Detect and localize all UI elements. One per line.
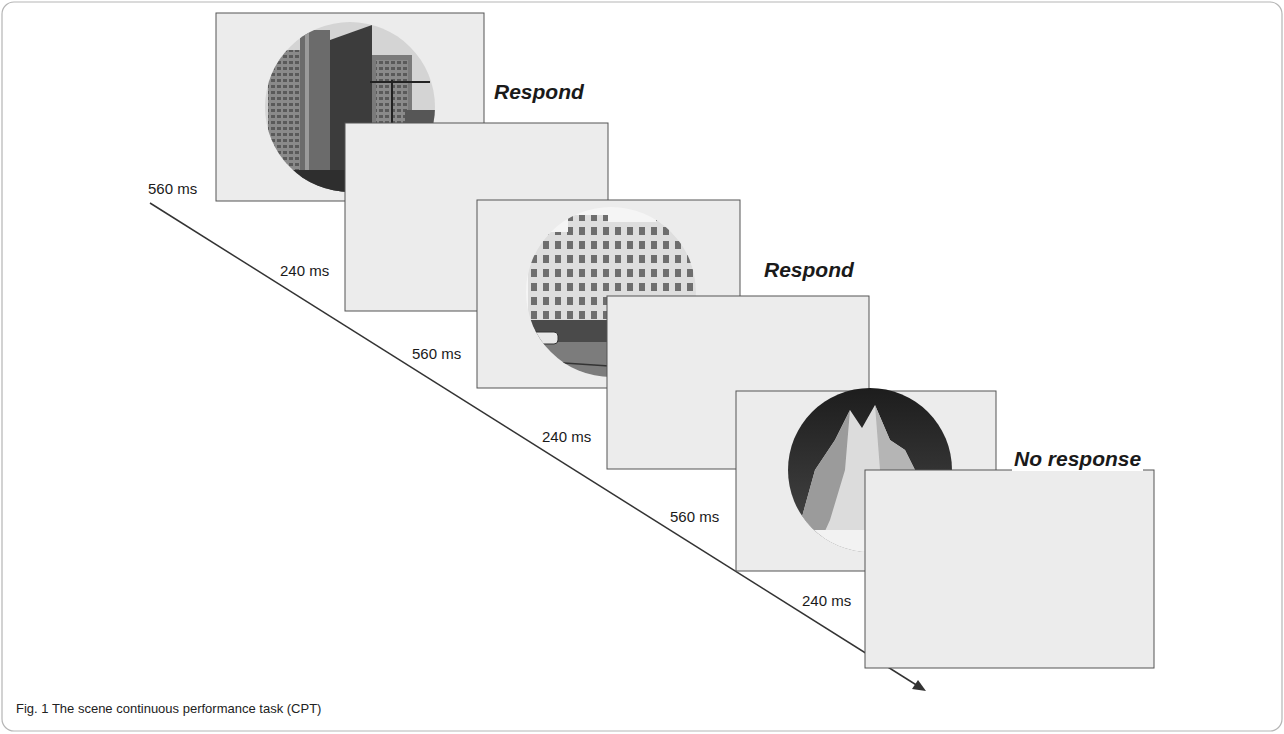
duration-label: 240 ms	[278, 262, 331, 279]
figure-caption: Fig. 1 The scene continuous performance …	[14, 702, 323, 717]
duration-label: 240 ms	[800, 592, 853, 609]
duration-label: 560 ms	[410, 345, 463, 362]
duration-label: 240 ms	[540, 428, 593, 445]
response-label: Respond	[762, 258, 856, 282]
response-label: Respond	[492, 80, 586, 104]
blank-frame	[865, 470, 1154, 668]
duration-label: 560 ms	[668, 508, 721, 525]
response-label: No response	[1012, 447, 1143, 471]
duration-label: 560 ms	[146, 180, 199, 197]
